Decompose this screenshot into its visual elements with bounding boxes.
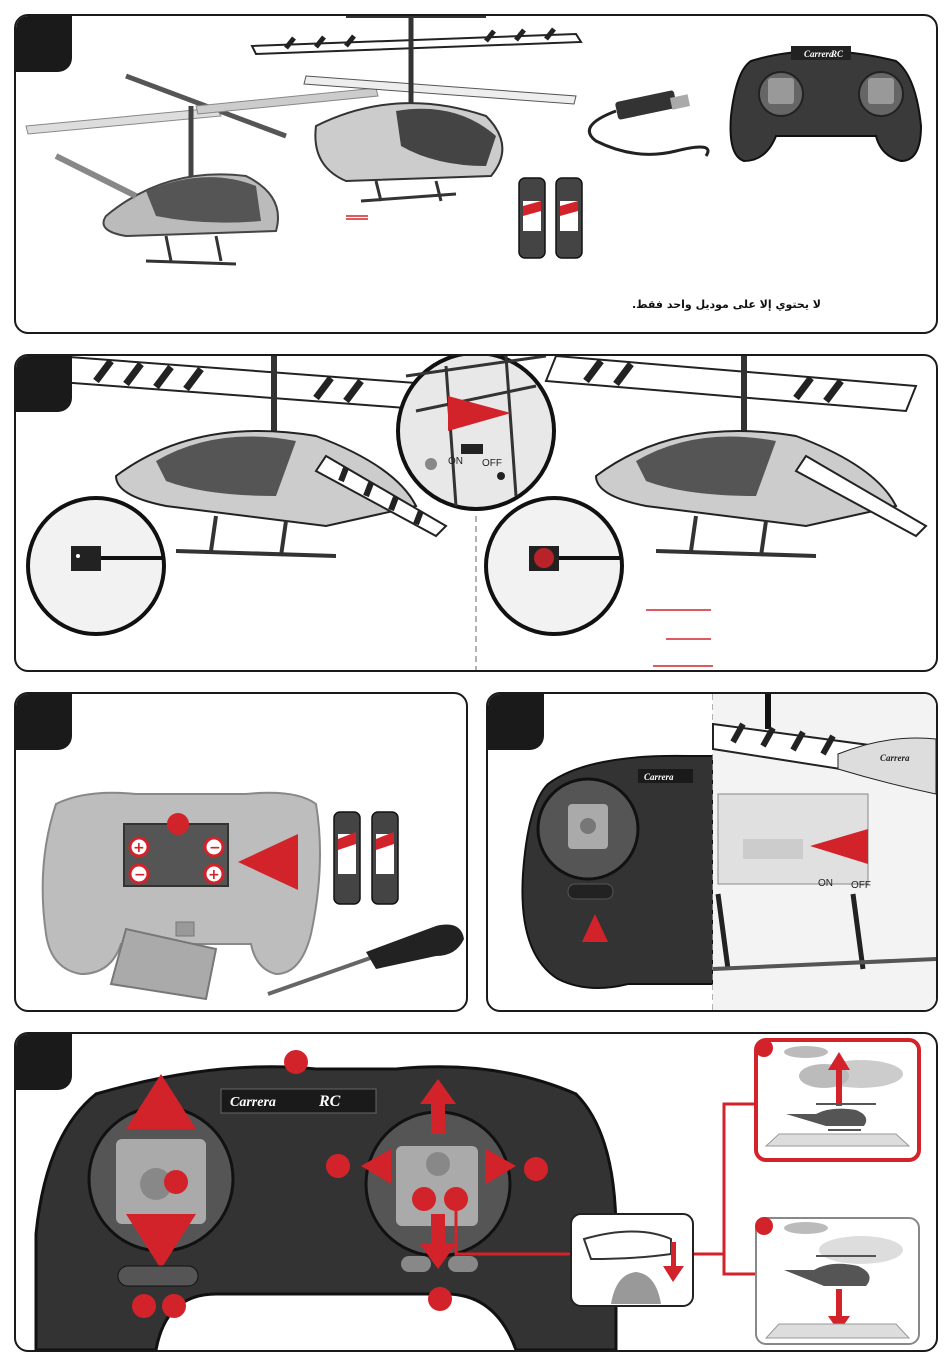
remote-brand-text: Carrera (804, 49, 834, 59)
remote-image: Carrera RC (731, 46, 921, 161)
batteries-image (334, 812, 398, 904)
finger-press-image (571, 1214, 693, 1306)
switch-detail: ON OFF (398, 356, 554, 509)
switch-off-label: OFF (851, 880, 871, 891)
heli-brand-text: Carrera (880, 753, 910, 763)
descend-illustration (755, 1217, 919, 1344)
panel-contents: Carrera RC لا يحتوي إلا على موديل واحد ف… (14, 14, 938, 334)
plug-detail-off (28, 498, 164, 634)
remote-rc-text: RC (318, 1093, 341, 1110)
panel-charging: ON OFF (14, 354, 938, 672)
svg-text:−: − (134, 867, 146, 883)
panel-power-on: Carrera Carrera ON OFF (486, 692, 938, 1012)
step-tab-2 (14, 354, 72, 412)
helicopter-large-image (252, 16, 581, 201)
switch-on-label: ON (448, 456, 463, 467)
contents-illustration: Carrera RC (16, 16, 936, 332)
remote-rc-text: RC (830, 49, 844, 59)
svg-text:−: − (209, 840, 221, 856)
usb-cable-image (589, 90, 708, 156)
charging-illustration: ON OFF (16, 356, 936, 670)
batteries-image (519, 178, 582, 258)
plug-detail-on (486, 498, 622, 634)
power-on-illustration: Carrera Carrera ON OFF (488, 694, 936, 1010)
svg-text:+: + (208, 867, 220, 883)
compartment-marker (167, 813, 189, 835)
battery-insert-illustration: + − − + (16, 694, 466, 1010)
marker-dot (284, 1050, 308, 1074)
svg-text:+: + (133, 840, 145, 856)
remote-brand-text: Carrera (230, 1095, 276, 1110)
red-underlines (646, 610, 713, 666)
controls-illustration: Carrera RC (16, 1034, 936, 1350)
climb-illustration (755, 1039, 919, 1160)
switch-off-label: OFF (482, 458, 502, 469)
helicopter-small-image (26, 76, 378, 264)
single-model-note: لا يحتوي إلا على موديل واحد فقط. (632, 298, 821, 311)
remote-brand-text: Carrera (644, 772, 674, 782)
panel-battery-insert: + − − + (14, 692, 468, 1012)
remote-image: Carrera (522, 756, 713, 988)
switch-on-label: ON (818, 878, 833, 889)
helicopter-closeup-image: Carrera ON OFF (713, 694, 936, 1010)
step-tab-4 (486, 692, 544, 750)
panel-controls: Carrera RC (14, 1032, 938, 1352)
